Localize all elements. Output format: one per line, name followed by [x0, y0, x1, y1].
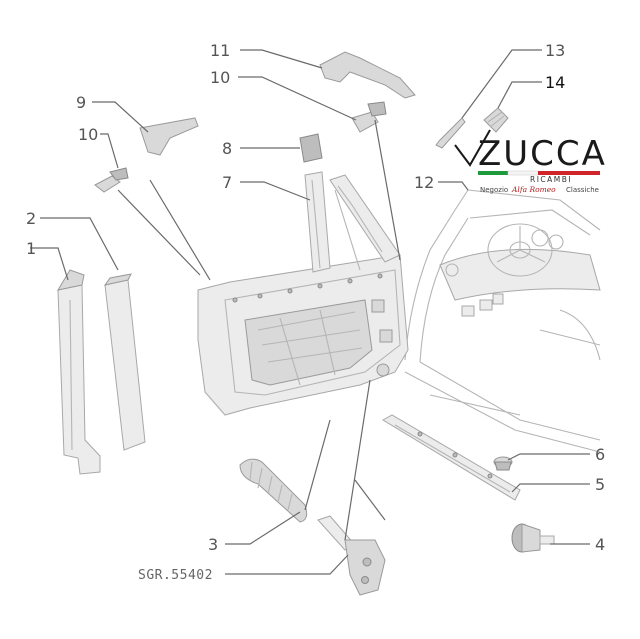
callout-8: 8	[222, 139, 232, 158]
part-2	[103, 273, 146, 451]
brand-name: ZUCCA	[478, 134, 607, 174]
brand-logo: ZUCCA RICAMBI Negozio Alfa Romeo Classic…	[454, 129, 607, 194]
part-14	[483, 107, 509, 133]
part-6	[493, 456, 513, 471]
part-3	[239, 458, 308, 523]
callout-7: 7	[222, 173, 232, 192]
flag-green-stripe	[478, 171, 508, 175]
part-10-top	[351, 101, 387, 133]
brand-tagline-mid: Alfa Romeo	[511, 185, 556, 194]
callout-3: 3	[208, 535, 218, 554]
part-9	[139, 117, 199, 156]
callout-10-left: 10	[78, 125, 98, 144]
flag-red-stripe	[538, 171, 600, 175]
part-4	[511, 523, 555, 553]
callout-12: 12	[414, 173, 434, 192]
brand-tagline-right: Classiche	[566, 186, 599, 194]
callout-11: 11	[210, 41, 230, 60]
brand-tagline-left: Negozio	[480, 186, 508, 194]
brand-subtitle: RICAMBI	[530, 175, 572, 184]
callout-13: 13	[545, 41, 565, 60]
leader-lines	[30, 49, 590, 575]
callout-14: 14	[545, 73, 565, 92]
callout-1: 1	[26, 239, 36, 258]
callout-9: 9	[76, 93, 86, 112]
callout-6: 6	[595, 445, 605, 464]
part-1	[56, 269, 101, 475]
callout-10-top: 10	[210, 68, 230, 87]
callout-4: 4	[595, 535, 605, 554]
part-5	[382, 414, 521, 501]
part-7	[304, 171, 331, 273]
part-8	[299, 133, 323, 163]
reference-code: SGR.55402	[138, 568, 213, 583]
logo-swoosh-icon	[454, 129, 491, 167]
car-body-illustration	[404, 189, 601, 453]
callout-5: 5	[595, 475, 605, 494]
part-11	[319, 51, 416, 99]
callout-labels: 1 2 3 4 5 6 7 8 9 10 10 11 12 13 14 SGR.…	[26, 41, 605, 583]
part-10-left	[94, 167, 129, 193]
part-sgr-switch	[317, 515, 386, 596]
callout-2: 2	[26, 209, 36, 228]
door-illustration	[197, 174, 409, 416]
part-13	[435, 117, 466, 149]
